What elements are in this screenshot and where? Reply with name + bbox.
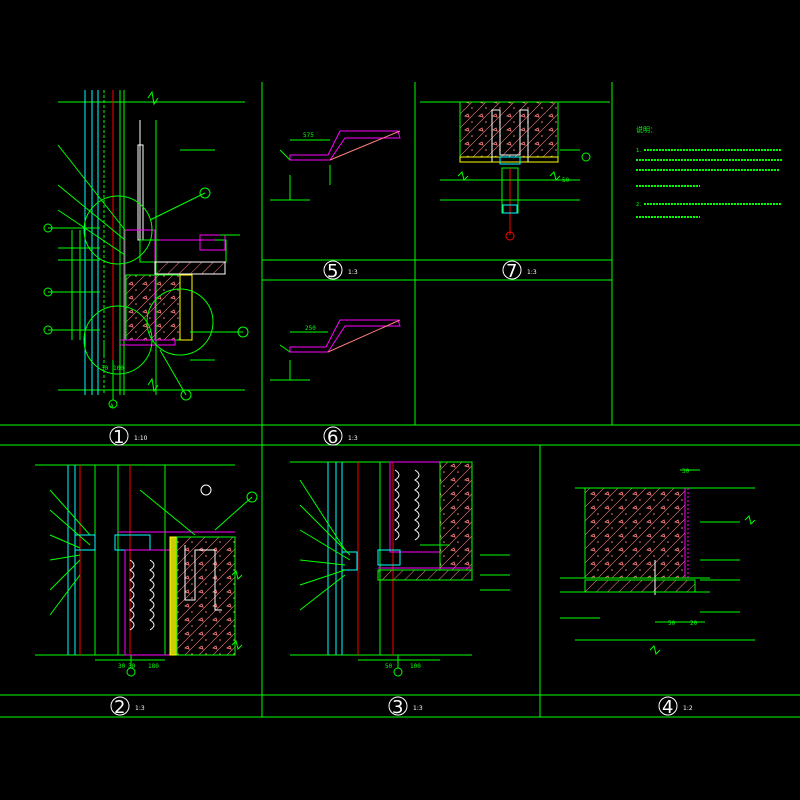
detail-4-texts: 30 50 20 [668, 468, 698, 627]
detail-label-6-number: 6 [327, 427, 338, 448]
dim-1-a: 30 [101, 365, 109, 372]
detail-label-1: 1 1:10 [109, 426, 148, 448]
detail-label-5-scale: 1:3 [348, 269, 358, 276]
detail-label-4-scale: 1:2 [683, 705, 693, 712]
detail-label-3-scale: 1:3 [413, 705, 423, 712]
dim-4-b: 50 [668, 620, 676, 627]
detail-1-drawing [43, 90, 249, 409]
note-line-2: 2. [636, 202, 643, 208]
detail-3-texts: 50 100 [385, 663, 421, 670]
detail-label-2-number: 2 [114, 697, 125, 718]
dim-3-a: 50 [385, 663, 393, 670]
dim-7-a: 50 [562, 177, 570, 184]
detail-label-5-number: 5 [327, 261, 338, 282]
detail-label-4-circle [658, 696, 678, 716]
detail-label-3-circle [388, 696, 408, 716]
detail-label-2-scale: 1:3 [135, 705, 145, 712]
dim-3-b: 100 [410, 663, 421, 670]
note-line-1: 1. [636, 148, 643, 154]
detail-label-5-circle [323, 260, 343, 280]
dim-4-a: 30 [682, 468, 690, 475]
detail-label-7-circle [502, 260, 522, 280]
notes-title: 说明： [636, 125, 657, 134]
detail-label-3-number: 3 [392, 697, 403, 718]
detail-label-6-scale: 1:3 [348, 435, 358, 442]
notes-block: 说明： 1. 2. [636, 125, 657, 208]
dim-5-a: 575 [303, 132, 314, 139]
detail-6-drawing [270, 319, 401, 381]
detail-label-4: 4 1:2 [658, 696, 693, 718]
axis-label-1: A [110, 403, 114, 410]
dim-1-b: 100 [113, 365, 124, 372]
sheet-grid-lines [0, 82, 800, 718]
notes-scribble [636, 149, 782, 218]
detail-3-drawing [290, 461, 510, 677]
dim-4-c: 20 [690, 620, 698, 627]
detail-4-drawing [560, 469, 756, 655]
detail-label-6: 6 1:3 [323, 426, 358, 448]
detail-label-7-scale: 1:3 [527, 269, 537, 276]
dim-2-b: 30 [128, 663, 136, 670]
detail-7-drawing [420, 101, 610, 241]
detail-label-3: 3 1:3 [388, 696, 423, 718]
detail-2-drawing [35, 464, 258, 677]
detail-label-7-number: 7 [506, 261, 517, 282]
detail-label-2-circle [110, 696, 130, 716]
dim-2-c: 180 [148, 663, 159, 670]
detail-1-texts: 30 100 A [101, 365, 124, 410]
detail-label-4-number: 4 [662, 697, 673, 718]
dim-6-a: 250 [305, 325, 316, 332]
detail-label-2: 2 1:3 [110, 696, 145, 718]
detail-label-6-circle [323, 426, 343, 446]
detail-5-drawing [270, 130, 401, 201]
detail-label-1-scale: 1:10 [134, 435, 148, 442]
dim-2-a: 30 [118, 663, 126, 670]
detail-label-1-number: 1 [113, 427, 124, 448]
detail-2-texts: 30 30 180 [118, 663, 159, 670]
detail-label-7: 7 1:3 [502, 260, 537, 282]
detail-label-1-circle [109, 426, 129, 446]
detail-label-5: 5 1:3 [323, 260, 358, 282]
